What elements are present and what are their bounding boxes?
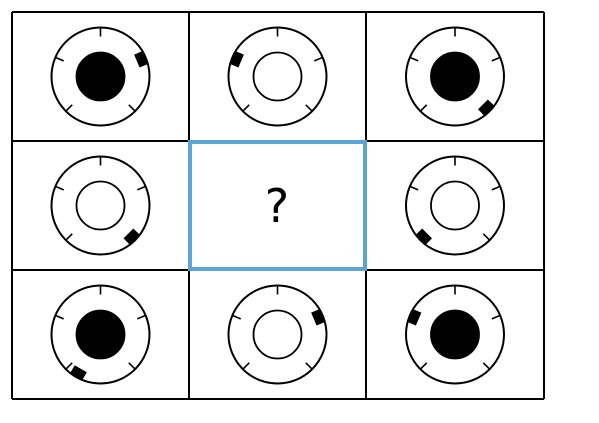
tick-mark — [419, 104, 428, 112]
position-marker — [406, 308, 422, 326]
tick-mark — [55, 56, 64, 62]
tick-mark — [491, 56, 501, 62]
inner-circle-hollow — [75, 180, 126, 231]
tick-mark — [419, 362, 428, 370]
question-mark: ? — [265, 179, 289, 233]
tick-mark — [242, 104, 250, 112]
inner-circle-filled — [75, 51, 126, 102]
tick-mark — [491, 314, 501, 320]
position-marker — [69, 365, 87, 381]
dial-symbol — [405, 284, 505, 385]
dial-symbol — [50, 284, 151, 385]
tick-mark — [128, 362, 136, 370]
tick-mark — [65, 104, 73, 112]
tick-mark — [128, 104, 136, 112]
dial-symbol — [50, 155, 151, 256]
dial-symbol — [227, 284, 328, 385]
dial-symbol — [405, 26, 505, 127]
tick-mark — [232, 314, 241, 320]
cell-r1-c0 — [50, 155, 151, 256]
tick-mark — [305, 104, 313, 112]
inner-circle-filled — [430, 309, 480, 360]
cell-r2-c1 — [227, 284, 328, 385]
inner-circle-filled — [75, 309, 126, 360]
missing-cell-highlight — [188, 140, 367, 271]
tick-mark — [491, 185, 501, 191]
cell-r0-c0 — [50, 26, 151, 127]
position-marker — [123, 228, 141, 246]
inner-circle-filled — [430, 51, 480, 102]
tick-mark — [305, 362, 313, 370]
tick-mark — [55, 314, 64, 320]
inner-circle-hollow — [252, 309, 303, 360]
tick-mark — [409, 56, 419, 62]
tick-mark — [314, 56, 323, 62]
tick-mark — [409, 185, 419, 191]
tick-mark — [482, 362, 491, 370]
cell-r0-c1 — [227, 26, 328, 127]
dial-symbol — [227, 26, 328, 127]
tick-mark — [242, 362, 250, 370]
position-marker — [415, 228, 433, 246]
tick-mark — [137, 314, 146, 320]
tick-mark — [137, 185, 146, 191]
tick-mark — [55, 185, 64, 191]
position-marker — [229, 50, 244, 68]
inner-circle-hollow — [252, 51, 303, 102]
cell-r2-c0 — [50, 284, 151, 385]
dial-symbol — [50, 26, 151, 127]
position-marker — [134, 50, 149, 68]
cell-r0-c2 — [405, 26, 505, 127]
cell-r2-c2 — [405, 284, 505, 385]
inner-circle-hollow — [430, 180, 480, 231]
position-marker — [477, 99, 495, 117]
tick-mark — [65, 362, 73, 370]
dial-symbol — [405, 155, 505, 256]
cell-r1-c2 — [405, 155, 505, 256]
tick-mark — [482, 233, 491, 241]
tick-mark — [65, 233, 73, 241]
position-marker — [311, 308, 326, 326]
